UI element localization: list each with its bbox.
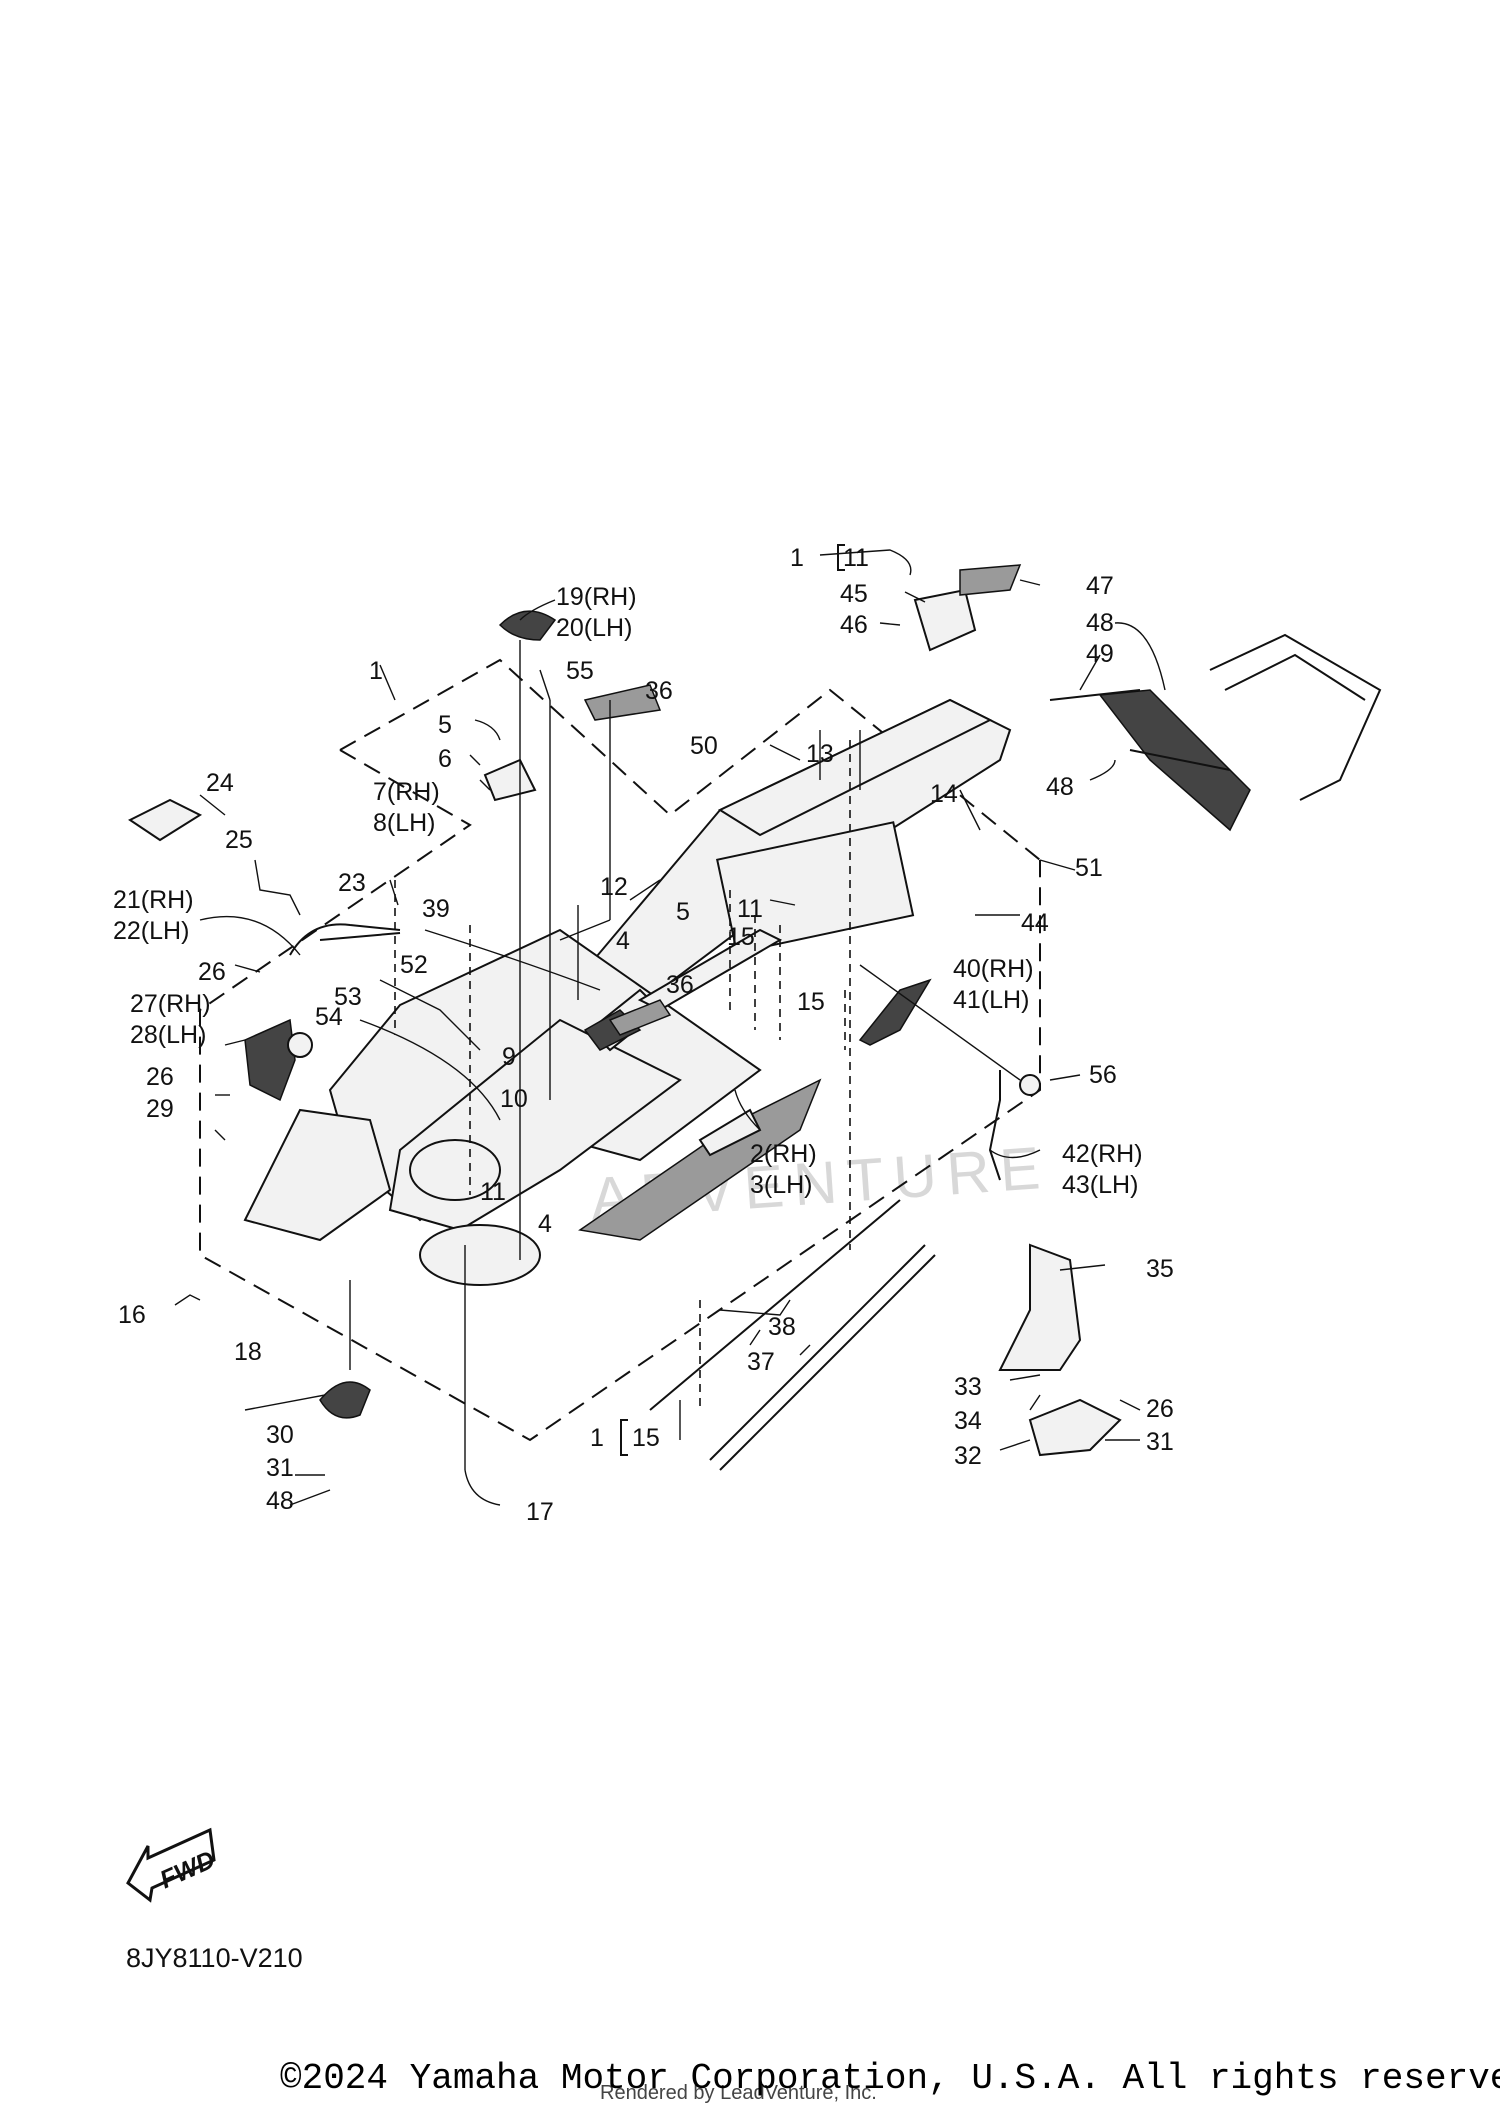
callout-label: 37 [747, 1348, 775, 1376]
callout-label: 11 [843, 544, 869, 572]
reference-lines [394, 740, 851, 1410]
callout-label: 15 [797, 988, 825, 1016]
callout-label: 27(RH) [130, 990, 211, 1018]
callout-label: 21(RH) [113, 886, 194, 914]
callout-label: 22(LH) [113, 917, 189, 945]
part-42-43 [988, 1070, 1001, 1181]
callout-label: 13 [806, 740, 834, 768]
part-35-footrest [998, 1243, 1082, 1371]
callout-label: 16 [118, 1301, 146, 1329]
callout-label: 4 [538, 1210, 552, 1238]
callout-label: 14 [930, 780, 958, 808]
callout-label: 7(RH) [373, 778, 440, 806]
callout-label: 39 [422, 895, 450, 923]
chassis-tunnel [243, 698, 1012, 1286]
part-37-rod [709, 1244, 926, 1461]
callout-label: 42(RH) [1062, 1140, 1143, 1168]
callout-label: 10 [500, 1085, 528, 1113]
part-19-20 [498, 610, 557, 641]
callout-label: 9 [502, 1043, 516, 1071]
part-36-pad-mid [608, 999, 672, 1036]
leader-lines [174, 549, 1166, 1506]
callout-label: 30 [266, 1421, 294, 1449]
bracket-marks [620, 544, 845, 1456]
part-21-22-bar [289, 923, 401, 956]
callout-label: 51 [1075, 854, 1103, 882]
callout-label: 12 [600, 873, 628, 901]
rendered-by-note: Rendered by LeadVenture, Inc. [600, 2082, 877, 2104]
callout-label: 20(LH) [556, 614, 632, 642]
callout-label: 53 [334, 983, 362, 1011]
callout-label: 25 [225, 826, 253, 854]
callout-label: 17 [526, 1498, 554, 1526]
callout-label: 49 [1086, 640, 1114, 668]
callout-label: 48 [1046, 773, 1074, 801]
callout-label: 40(RH) [953, 955, 1034, 983]
callout-label: 1 [590, 1424, 604, 1452]
callout-label: 31 [1146, 1428, 1174, 1456]
callout-label: 19(RH) [556, 583, 637, 611]
callout-label: 48 [266, 1487, 294, 1515]
callout-label: 15 [727, 923, 755, 951]
callout-label: 15 [632, 1424, 660, 1452]
callout-label: 56 [1089, 1061, 1117, 1089]
callout-label: 41(LH) [953, 986, 1029, 1014]
callout-label: 52 [400, 951, 428, 979]
part-54 [287, 1032, 313, 1058]
callout-label: 43(LH) [1062, 1171, 1138, 1199]
callout-label: 26 [198, 958, 226, 986]
callout-label: 1 [369, 657, 383, 685]
callout-label: 5 [438, 711, 452, 739]
callout-label: 31 [266, 1454, 294, 1482]
part-30-step [319, 1381, 371, 1419]
fwd-arrow-icon: FWD [126, 1827, 219, 1903]
callout-label: 5 [676, 898, 690, 926]
callout-label: 1 [790, 544, 804, 572]
part-36-pad-top [583, 684, 662, 721]
part-24 [128, 798, 203, 842]
callout-label: 4 [616, 927, 630, 955]
callout-label: 47 [1086, 572, 1114, 600]
callout-label: 46 [840, 611, 868, 639]
callout-label: 48 [1086, 609, 1114, 637]
callout-label: 8(LH) [373, 809, 436, 837]
part-32-step [1028, 1398, 1122, 1457]
callout-label: 45 [840, 580, 868, 608]
callout-label: 38 [768, 1313, 796, 1341]
callout-label: 2(RH) [750, 1140, 817, 1168]
part-38-rail [649, 1199, 901, 1411]
part-27-28 [244, 1018, 296, 1102]
grab-handle [913, 564, 1022, 652]
callout-label: 6 [438, 745, 452, 773]
part-7-8 [483, 758, 537, 802]
copyright-notice: ©2024 Yamaha Motor Corporation, U.S.A. A… [280, 2058, 1500, 2099]
callout-label: 34 [954, 1407, 982, 1435]
callout-label: 24 [206, 769, 234, 797]
callout-label: 32 [954, 1442, 982, 1470]
callout-label: 28(LH) [130, 1021, 206, 1049]
callout-label: 26 [146, 1063, 174, 1091]
rear-bumper [1049, 633, 1382, 832]
callout-label: 44 [1021, 909, 1049, 937]
callout-label: 11 [480, 1178, 506, 1206]
callout-label: 55 [566, 657, 594, 685]
callout-label: 36 [666, 971, 694, 999]
callout-label: 50 [690, 732, 718, 760]
diagram-code: 8JY8110-V210 [126, 1943, 303, 1973]
callout-label: 35 [1146, 1255, 1174, 1283]
callout-label: 36 [645, 677, 673, 705]
part-56 [1019, 1074, 1041, 1096]
callout-label: 11 [737, 895, 763, 923]
callout-label: 23 [338, 869, 366, 897]
callout-label: 33 [954, 1373, 982, 1401]
callout-label: 29 [146, 1095, 174, 1123]
callout-label: 18 [234, 1338, 262, 1366]
callout-label: 54 [315, 1003, 343, 1031]
callout-label: 3(LH) [750, 1171, 813, 1199]
callout-label: 26 [1146, 1395, 1174, 1423]
callout-labels: 1 11 45 46 47 48 49 48 19(RH) 20(LH) 1 5… [113, 544, 1174, 1526]
